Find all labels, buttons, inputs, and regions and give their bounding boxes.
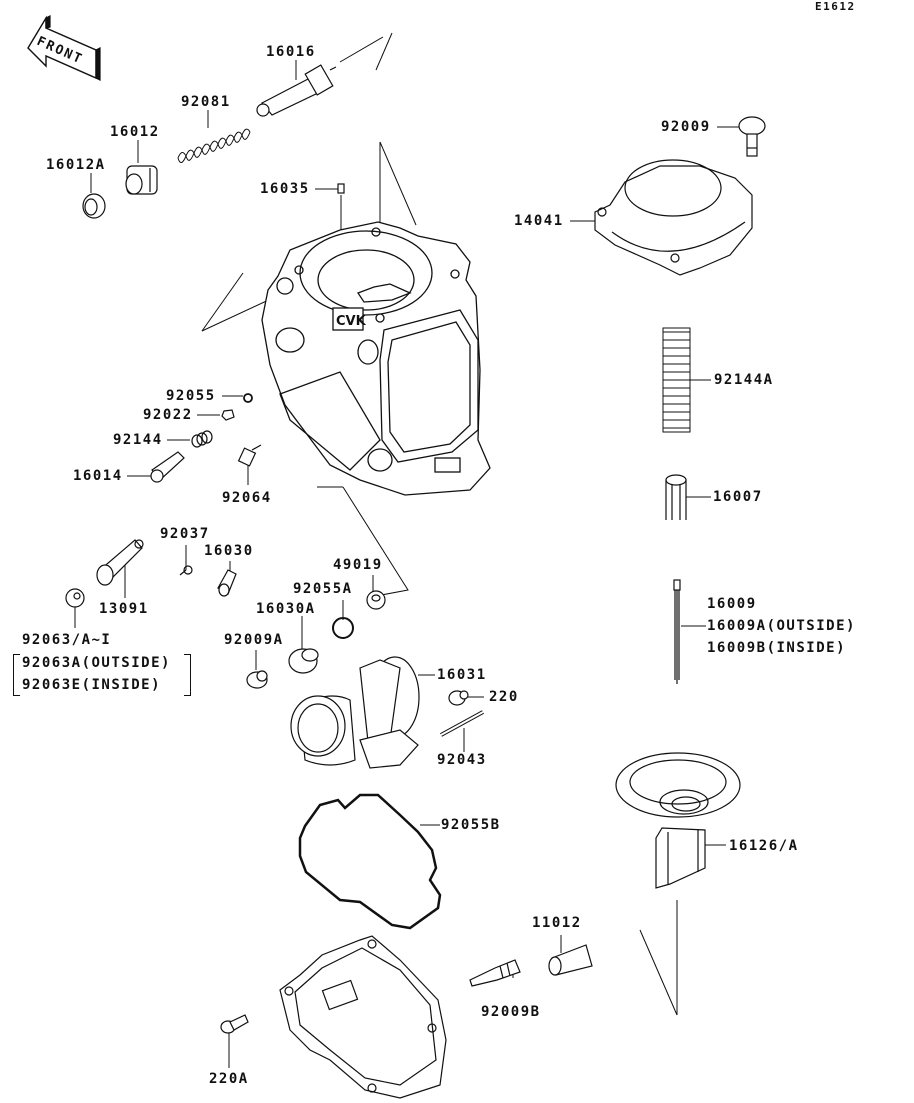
part-16009-jet-needle xyxy=(673,579,681,684)
part-92144-spring xyxy=(191,430,213,448)
label-92022[interactable]: 92022 xyxy=(143,407,193,423)
label-16009B[interactable]: 16009B(INSIDE) xyxy=(707,640,847,656)
part-16007-holder xyxy=(665,474,687,520)
label-16031[interactable]: 16031 xyxy=(437,667,487,683)
label-92063A[interactable]: 92063A(OUTSIDE) xyxy=(22,655,171,671)
part-92081-spring xyxy=(177,128,251,163)
part-92064-plug xyxy=(237,444,262,467)
part-16035-jet xyxy=(337,183,345,194)
label-16009A[interactable]: 16009A(OUTSIDE) xyxy=(707,618,856,634)
label-92009[interactable]: 92009 xyxy=(661,119,711,135)
label-92081[interactable]: 92081 xyxy=(181,94,231,110)
label-16035[interactable]: 16035 xyxy=(260,181,310,197)
part-92009-screw xyxy=(738,116,766,157)
label-92009A[interactable]: 92009A xyxy=(224,632,284,648)
part-16016-starter-plunger xyxy=(256,64,337,117)
label-14041[interactable]: 14041 xyxy=(514,213,564,229)
part-14041-cover xyxy=(594,159,753,276)
label-92063[interactable]: 92063/A~I xyxy=(22,632,112,648)
part-92037-clip xyxy=(179,565,193,576)
part-92144A-spring xyxy=(662,327,691,433)
label-16012A[interactable]: 16012A xyxy=(46,157,106,173)
label-16126[interactable]: 16126/A xyxy=(729,838,799,854)
front-arrow-icon: FRONT xyxy=(27,15,101,81)
label-49019[interactable]: 49019 xyxy=(333,557,383,573)
diagram-code: E1612 xyxy=(815,0,856,13)
part-16012A-cap xyxy=(82,193,106,219)
part-92055A-oring xyxy=(332,617,354,639)
part-float-bowl xyxy=(279,935,447,1099)
part-49019-plug xyxy=(366,590,386,610)
part-16126-diaphragm-piston xyxy=(615,752,741,889)
carburetor-body: CVK xyxy=(261,221,491,496)
label-13091[interactable]: 13091 xyxy=(99,601,149,617)
label-16030A[interactable]: 16030A xyxy=(256,601,316,617)
label-16014[interactable]: 16014 xyxy=(73,468,123,484)
part-220A-screw xyxy=(220,1014,249,1034)
body-marking-cvk: CVK xyxy=(336,314,367,329)
label-92055A[interactable]: 92055A xyxy=(293,581,353,597)
label-92063E[interactable]: 92063E(INSIDE) xyxy=(22,677,162,693)
part-16012-nut xyxy=(125,165,158,195)
label-92064[interactable]: 92064 xyxy=(222,490,272,506)
label-220[interactable]: 220 xyxy=(489,689,519,705)
label-92009B[interactable]: 92009B xyxy=(481,1004,541,1020)
bracket-right xyxy=(184,654,191,696)
part-92009B-nozzle xyxy=(469,959,521,987)
label-92144A[interactable]: 92144A xyxy=(714,372,774,388)
label-16030[interactable]: 16030 xyxy=(204,543,254,559)
part-16014-screw xyxy=(150,451,185,483)
label-92043[interactable]: 92043 xyxy=(437,752,487,768)
part-92022-washer xyxy=(221,409,235,421)
label-16016[interactable]: 16016 xyxy=(266,44,316,60)
label-92055B[interactable]: 92055B xyxy=(441,817,501,833)
label-92037[interactable]: 92037 xyxy=(160,526,210,542)
part-92043-pin xyxy=(440,710,484,737)
part-16031-housing xyxy=(290,656,420,769)
label-16012[interactable]: 16012 xyxy=(110,124,160,140)
label-220A[interactable]: 220A xyxy=(209,1071,249,1087)
part-92009A-screw xyxy=(246,670,268,689)
part-220-screw xyxy=(448,690,469,706)
part-92055B-gasket xyxy=(298,793,442,930)
label-16007[interactable]: 16007 xyxy=(713,489,763,505)
part-92055-oring xyxy=(243,393,253,403)
bracket-left xyxy=(13,654,20,696)
part-11012-cap xyxy=(548,944,593,976)
part-16030A-jet xyxy=(288,648,319,674)
label-11012[interactable]: 11012 xyxy=(532,915,582,931)
part-92063-jet xyxy=(65,588,85,608)
part-13091-tube xyxy=(96,539,144,586)
part-16030-jet xyxy=(217,569,237,597)
label-92055[interactable]: 92055 xyxy=(166,388,216,404)
label-92144[interactable]: 92144 xyxy=(113,432,163,448)
label-16009[interactable]: 16009 xyxy=(707,596,757,612)
